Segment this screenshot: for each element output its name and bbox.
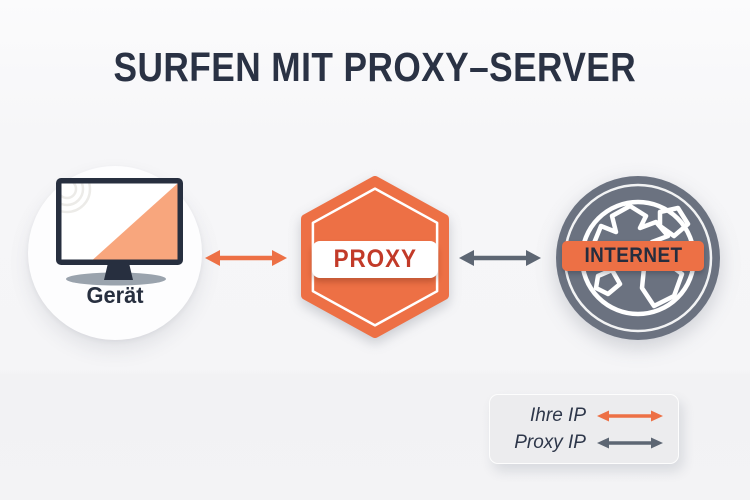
- proxy-node-label: PROXY: [333, 245, 417, 273]
- internet-node-banner: INTERNET: [562, 241, 704, 271]
- monitor-stand: [104, 263, 133, 280]
- title-container: SURFEN MIT PROXY–SERVER: [0, 44, 750, 91]
- device-node-label: Gerät: [86, 282, 144, 308]
- double-arrow-proxy-internet-icon: [459, 250, 541, 266]
- legend-row-ihre-ip: Ihre IP: [490, 405, 664, 427]
- legend-label-proxy-ip: Proxy IP: [514, 431, 586, 453]
- internet-node-label: INTERNET: [583, 244, 683, 267]
- legend-label-ihre-ip: Ihre IP: [530, 404, 586, 426]
- double-arrow-device-proxy-icon: [205, 250, 287, 266]
- legend-arrow-gray-icon: [597, 437, 663, 448]
- monitor-icon: [56, 178, 183, 286]
- legend-box: Ihre IP Proxy IP: [489, 394, 679, 464]
- proxy-node-pill: PROXY: [312, 241, 438, 278]
- signal-arcs-icon: [61, 183, 92, 214]
- legend-arrow-orange-icon: [597, 410, 663, 421]
- screen-triangle: [93, 183, 178, 260]
- page-title: SURFEN MIT PROXY–SERVER: [113, 44, 637, 90]
- legend-row-proxy-ip: Proxy IP: [490, 432, 664, 454]
